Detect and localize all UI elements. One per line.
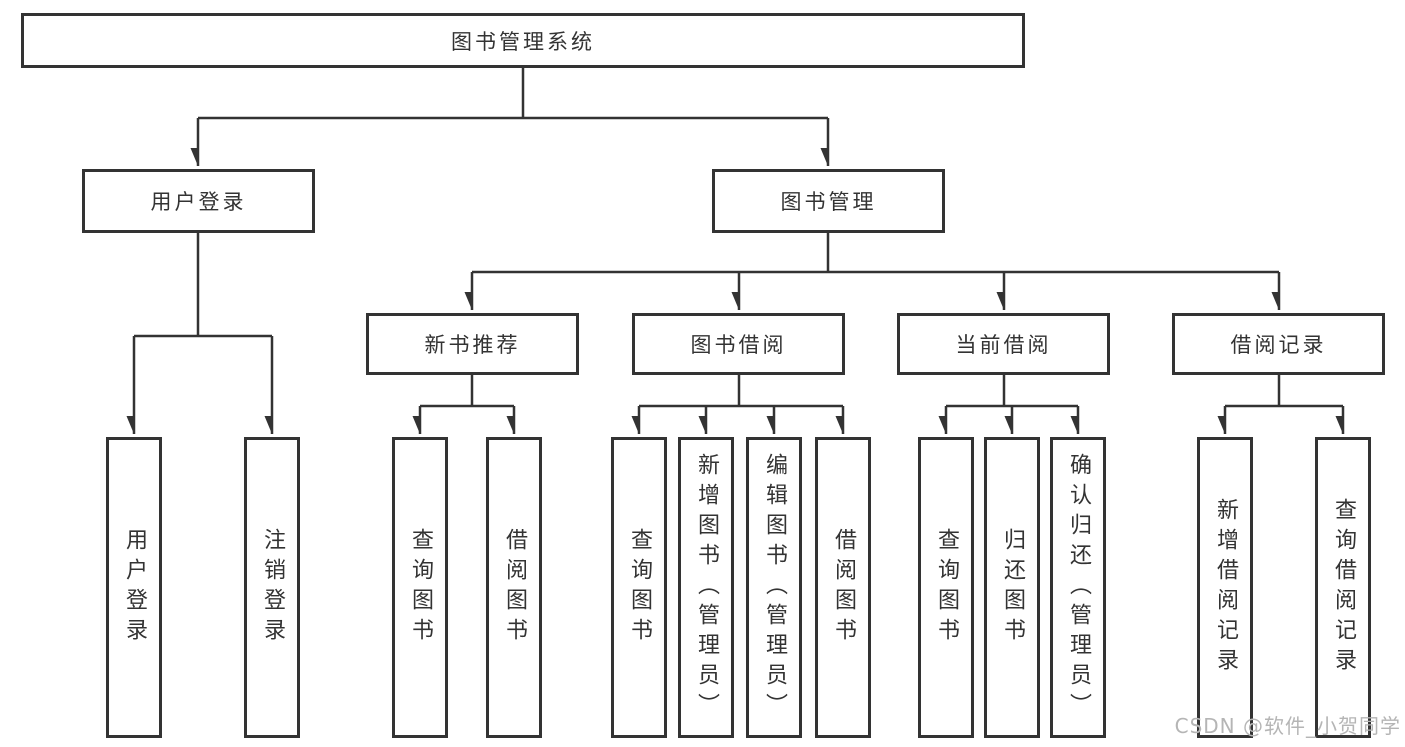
leaf-label: 用户登录 bbox=[122, 527, 147, 648]
leaf-label: 新增借阅记录 bbox=[1213, 497, 1238, 678]
leaf-label: 编辑图书（管理员） bbox=[762, 452, 787, 723]
leaf-return-book: 归还图书 bbox=[984, 437, 1040, 738]
leaf-query-borrow-record: 查询借阅记录 bbox=[1315, 437, 1371, 738]
leaf-query-books-borrow: 查询图书 bbox=[611, 437, 667, 738]
node-label: 借阅记录 bbox=[1230, 333, 1327, 357]
node-label: 图书借阅 bbox=[690, 333, 787, 357]
leaf-edit-book-admin: 编辑图书（管理员） bbox=[746, 437, 802, 738]
node-label: 当前借阅 bbox=[955, 333, 1052, 357]
node-label: 新书推荐 bbox=[424, 333, 521, 357]
node-book-management: 图书管理 bbox=[712, 169, 945, 233]
node-current-borrow: 当前借阅 bbox=[897, 313, 1110, 375]
leaf-label: 查询图书 bbox=[408, 527, 433, 648]
leaf-label: 查询借阅记录 bbox=[1331, 497, 1356, 678]
leaf-label: 借阅图书 bbox=[502, 527, 527, 648]
node-book-borrow: 图书借阅 bbox=[632, 313, 845, 375]
leaf-add-book-admin: 新增图书（管理员） bbox=[678, 437, 734, 738]
leaf-label: 借阅图书 bbox=[831, 527, 856, 648]
watermark: CSDN @软件_小贺同学 bbox=[1174, 714, 1401, 738]
node-user-login-branch: 用户登录 bbox=[82, 169, 315, 233]
node-root-label: 图书管理系统 bbox=[451, 29, 595, 54]
leaf-query-books-recommend: 查询图书 bbox=[392, 437, 448, 738]
leaf-user-login: 用户登录 bbox=[106, 437, 162, 738]
leaf-label: 查询图书 bbox=[627, 527, 652, 648]
leaf-confirm-return-admin: 确认归还（管理员） bbox=[1050, 437, 1106, 738]
leaf-label: 确认归还（管理员） bbox=[1066, 452, 1091, 723]
node-new-book-recommend: 新书推荐 bbox=[366, 313, 579, 375]
node-label: 用户登录 bbox=[150, 190, 247, 214]
node-borrow-records: 借阅记录 bbox=[1172, 313, 1385, 375]
leaf-borrow-books-recommend: 借阅图书 bbox=[486, 437, 542, 738]
leaf-logout: 注销登录 bbox=[244, 437, 300, 738]
leaf-label: 新增图书（管理员） bbox=[694, 452, 719, 723]
leaf-label: 注销登录 bbox=[260, 527, 285, 648]
node-label: 图书管理 bbox=[780, 190, 877, 214]
leaf-label: 查询图书 bbox=[934, 527, 959, 648]
leaf-borrow-books: 借阅图书 bbox=[815, 437, 871, 738]
node-root: 图书管理系统 bbox=[21, 13, 1025, 68]
leaf-query-books-current: 查询图书 bbox=[918, 437, 974, 738]
leaf-add-borrow-record: 新增借阅记录 bbox=[1197, 437, 1253, 738]
leaf-label: 归还图书 bbox=[1000, 527, 1025, 648]
